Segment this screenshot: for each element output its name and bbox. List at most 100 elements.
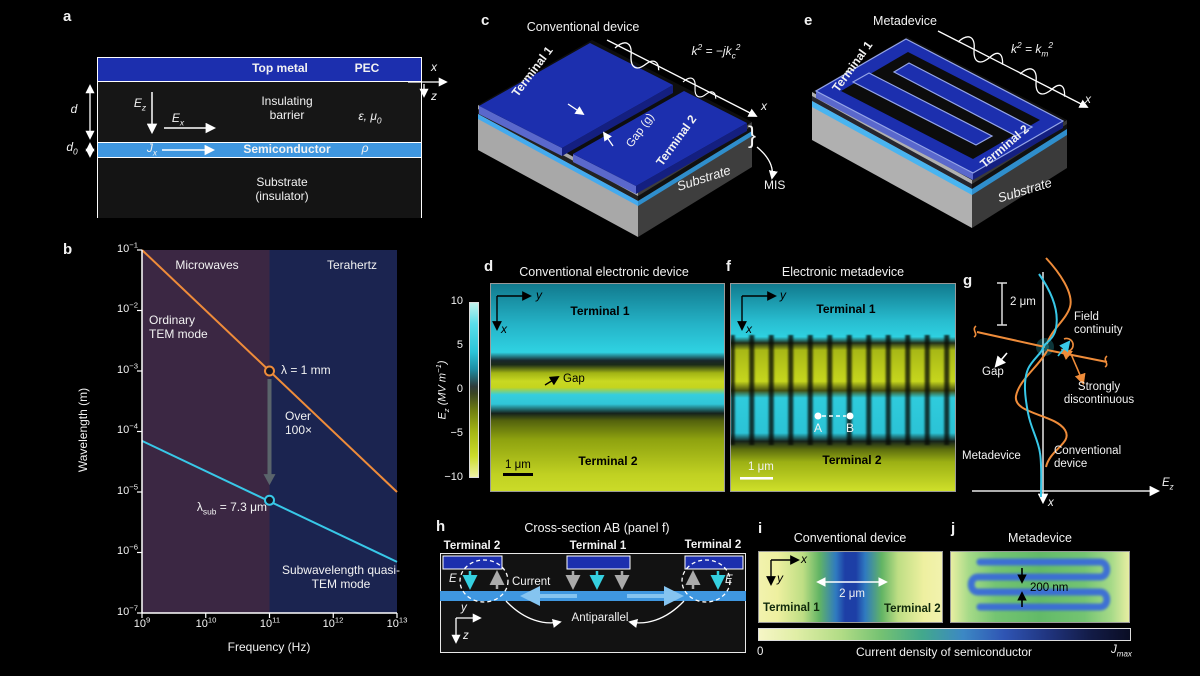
chart-series xyxy=(141,249,398,563)
panel-c-letter: c xyxy=(481,12,490,29)
finger-pattern xyxy=(731,335,955,445)
f-terminal2-label: Terminal 2 xyxy=(822,453,882,467)
plate-side xyxy=(816,91,973,180)
point-a-label: A xyxy=(813,421,823,435)
e-field-arrows-gray xyxy=(489,570,701,590)
antiparallel-arrow-right xyxy=(628,600,685,628)
cb-tick: 10 xyxy=(450,295,463,307)
g-gap-label: Gap xyxy=(982,366,1004,378)
current-label: Current xyxy=(512,576,551,588)
ez-colorbar xyxy=(469,302,479,478)
point-b-label: B xyxy=(845,421,855,435)
wave-squiggle xyxy=(957,36,1004,65)
d-axis-y-label: y xyxy=(536,288,542,302)
c-equation: k2 = −jkc2 xyxy=(691,42,741,61)
cb-tick: 5 xyxy=(456,339,463,351)
x-tick: 1012 xyxy=(322,615,344,630)
cb-tick: −5 xyxy=(450,427,463,439)
layer-dark-left xyxy=(812,96,972,189)
panel-j-title: Metadevice xyxy=(1008,531,1072,545)
semiconductor-label: Semiconductor xyxy=(243,142,331,156)
axis-ticks xyxy=(137,249,398,618)
y-tick: 10−6 xyxy=(116,542,138,557)
conventional-field-map xyxy=(490,283,725,492)
microwaves-region xyxy=(142,250,270,613)
panel-h-letter: h xyxy=(436,518,446,535)
point-b-dot xyxy=(846,412,854,420)
f-axis-x-label: x xyxy=(746,322,752,336)
f-axis-y-label: y xyxy=(780,288,786,302)
y-tick: 10−2 xyxy=(116,300,138,315)
semiconductor-edge-left xyxy=(478,114,638,206)
h-terminal2-left-label: Terminal 2 xyxy=(443,540,501,552)
strongly-discontinuous-label: Strongly discontinuous xyxy=(1063,381,1135,407)
g-scalebar-label: 2 μm xyxy=(1010,296,1036,308)
a-axis-x-label: x xyxy=(431,60,437,74)
terminal1-top xyxy=(479,43,673,148)
d-terminal1-label: Terminal 1 xyxy=(570,304,630,318)
panel-g-letter: g xyxy=(963,272,973,289)
cb-tick: 0 xyxy=(456,383,463,395)
cb-tick: −10 xyxy=(444,471,463,483)
i-terminal2-label: Terminal 2 xyxy=(884,603,941,615)
conventional-curve xyxy=(973,257,1108,468)
d-scalebar-label: 1 μm xyxy=(505,459,531,471)
marker-circle xyxy=(264,494,275,506)
panel-i-title: Conventional device xyxy=(793,531,907,545)
panel-j-letter: j xyxy=(951,520,956,537)
microwaves-label: Microwaves xyxy=(175,258,239,272)
h-terminal1-label: Terminal 1 xyxy=(569,540,627,552)
resistivity-label: ρ xyxy=(361,141,369,155)
terminal1-gap-side xyxy=(562,85,673,156)
terminal2-side xyxy=(573,154,636,194)
h-e-right-label: E xyxy=(725,574,733,586)
semiconductor-edge-right xyxy=(638,131,752,206)
metadevice-curve xyxy=(1024,273,1058,498)
i-terminal1-label: Terminal 1 xyxy=(763,602,820,614)
panel-d-overlay xyxy=(492,291,560,476)
cb-min-label: 0 xyxy=(757,646,764,658)
h-axis-y-label: y xyxy=(461,602,467,614)
tem-mode-label: Ordinary TEM mode xyxy=(149,313,208,341)
panel-h-diagram xyxy=(440,555,746,644)
panel-g-plot xyxy=(972,257,1161,505)
f-terminal1-label: Terminal 1 xyxy=(816,302,876,316)
over-100x-label: Over 100× xyxy=(285,409,313,437)
panel-c-title: Conventional device xyxy=(526,20,640,34)
current-density-colorbar xyxy=(758,628,1131,641)
d0-dim-label: d0 xyxy=(66,140,78,157)
scalebar-f xyxy=(740,477,773,480)
gap-arrow-down xyxy=(567,103,585,116)
panel-a-arrows xyxy=(85,77,448,158)
top-metal-layer xyxy=(97,57,422,82)
marker-circle xyxy=(264,365,275,377)
electrode-center xyxy=(566,555,631,570)
panel-f-title: Electronic metadevice xyxy=(781,265,905,279)
x-tick: 1010 xyxy=(195,615,217,630)
conventional-current-map xyxy=(758,551,943,623)
finger-bar-lower xyxy=(851,72,994,146)
y-tick: 10−1 xyxy=(116,240,138,255)
terahertz-label: Terahertz xyxy=(326,258,378,272)
lambda-1mm-label: λ = 1 mm xyxy=(281,363,331,377)
dashed-circle-right xyxy=(681,559,731,603)
mis-arrow xyxy=(756,146,778,180)
quasi-tem-label: Subwavelength quasi-TEM mode xyxy=(281,563,401,591)
f-scalebar-label: 1 μm xyxy=(748,461,774,473)
break-glyph xyxy=(1104,355,1108,368)
finger-bar-upper xyxy=(892,62,1034,137)
cross-section-box xyxy=(440,553,746,653)
pec-label: PEC xyxy=(354,61,380,75)
panel-e-title: Metadevice xyxy=(873,14,937,28)
plate-right-side xyxy=(973,121,1063,180)
ez-colorbar-label: Ez (MV m−1) xyxy=(434,360,451,420)
panel-b-letter: b xyxy=(63,241,73,258)
panel-i-letter: i xyxy=(758,520,763,537)
decaying-wave-squiggle xyxy=(682,77,717,99)
mis-bracket: } xyxy=(748,122,757,149)
g-metadevice-label: Metadevice xyxy=(962,450,1021,462)
h-axis-z-label: z xyxy=(463,630,469,642)
point-a-dot xyxy=(814,412,822,420)
field-continuity-arrow xyxy=(1057,340,1071,357)
y-tick: 10−7 xyxy=(116,603,138,618)
